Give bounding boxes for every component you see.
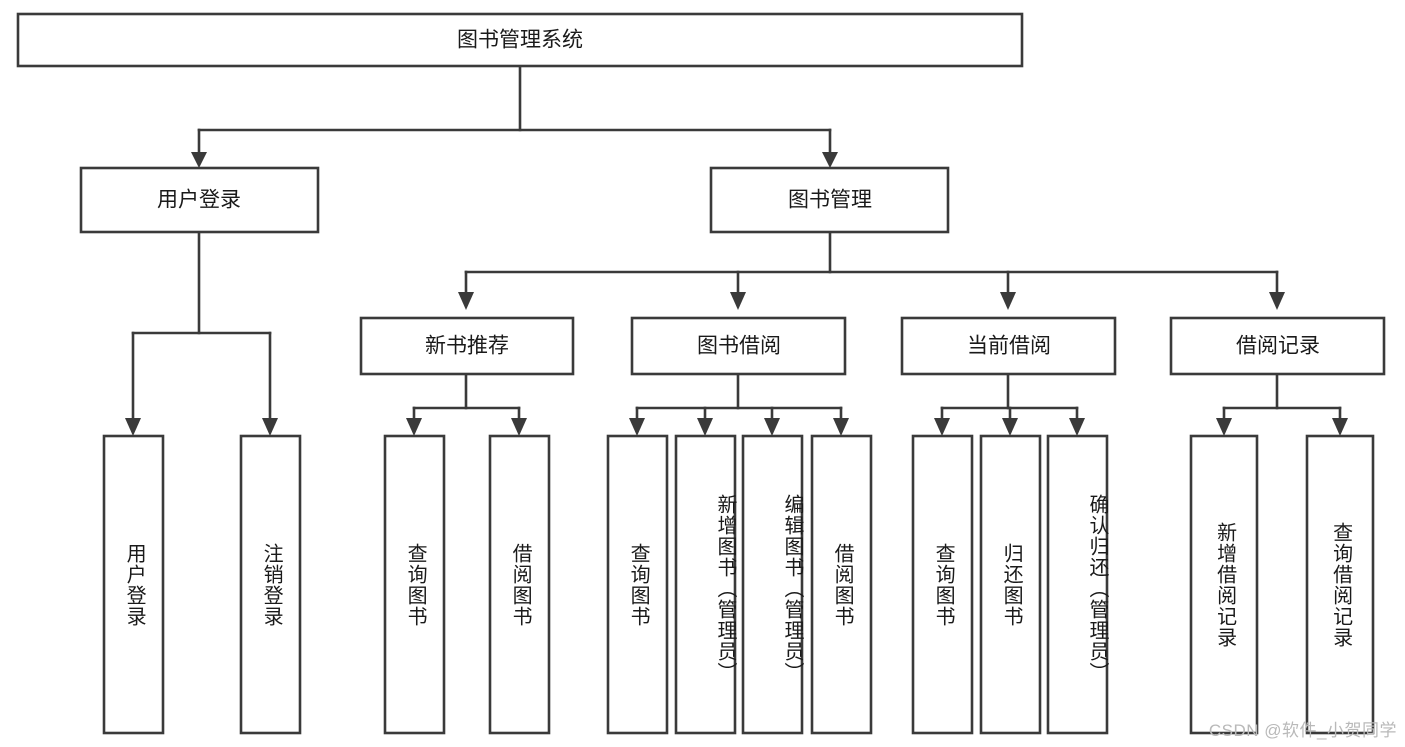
edge-layer: [125, 64, 1348, 436]
arrow-head-cb-leaf-1: [934, 418, 950, 436]
node-borrow-record-box[interactable]: [1169, 316, 1386, 376]
arrow-head-user-login: [191, 152, 207, 168]
node-new-book-recommend-box[interactable]: [359, 316, 575, 376]
arrow-head-br-leaf-2: [1332, 418, 1348, 436]
node-root-box[interactable]: [16, 12, 1024, 68]
arrow-head-bb-leaf-3: [764, 418, 780, 436]
arrow-head-current-borrow: [1000, 292, 1016, 310]
arrow-head-cb-leaf-2: [1002, 418, 1018, 436]
arrow-head-cb-leaf-3: [1069, 418, 1085, 436]
node-root-label: 图书管理系统: [457, 29, 583, 52]
leaf-box-cb-return-book[interactable]: [979, 434, 1042, 735]
node-new-book-recommend[interactable]: 新书推荐: [359, 316, 575, 376]
arrow-head-bb-leaf-1: [629, 418, 645, 436]
arrow-head-book-borrow: [730, 292, 746, 310]
leaf-box-br-query-record[interactable]: [1305, 434, 1375, 735]
arrow-head-bb-leaf-2: [697, 418, 713, 436]
arrow-head-nb-leaf-2: [511, 418, 527, 436]
leaf-box-bb-borrow-book[interactable]: [810, 434, 873, 735]
arrow-head-book-manage: [822, 152, 838, 168]
arrow-head-bb-leaf-4: [833, 418, 849, 436]
node-user-login-box[interactable]: [79, 166, 320, 234]
arrow-head-borrow-record: [1269, 292, 1285, 310]
arrow-head-nb-leaf-1: [406, 418, 422, 436]
leaf-box-nb-query-book[interactable]: [383, 434, 446, 735]
leaf-box-cb-query-book[interactable]: [911, 434, 974, 735]
leaf-box-br-add-record[interactable]: [1189, 434, 1259, 735]
leaf-box-bb-query-book[interactable]: [606, 434, 669, 735]
node-book-borrow[interactable]: 图书借阅: [630, 316, 847, 376]
node-borrow-record[interactable]: 借阅记录: [1169, 316, 1386, 376]
arrow-head-leaf-logout: [262, 418, 278, 436]
leaf-box-user-login[interactable]: [102, 434, 165, 735]
leaf-box-nb-borrow-book[interactable]: [488, 434, 551, 735]
leaf-box-bb-add-book[interactable]: [674, 434, 737, 735]
arrow-head-leaf-user-login: [125, 418, 141, 436]
node-new-book-recommend-label: 新书推荐: [425, 335, 509, 358]
arrow-head-br-leaf-1: [1216, 418, 1232, 436]
node-book-manage-box[interactable]: [709, 166, 950, 234]
node-current-borrow[interactable]: 当前借阅: [900, 316, 1117, 376]
csdn-watermark: CSDN @软件_小贺同学: [1208, 721, 1397, 740]
leaf-box-logout[interactable]: [239, 434, 302, 735]
node-borrow-record-label: 借阅记录: [1236, 335, 1320, 358]
node-book-manage[interactable]: 图书管理: [709, 166, 950, 234]
node-user-login-label: 用户登录: [157, 189, 241, 212]
node-current-borrow-box[interactable]: [900, 316, 1117, 376]
leaf-box-bb-edit-book[interactable]: [741, 434, 804, 735]
node-root[interactable]: 图书管理系统: [16, 12, 1024, 68]
node-current-borrow-label: 当前借阅: [967, 335, 1051, 358]
node-book-borrow-box[interactable]: [630, 316, 847, 376]
node-user-login[interactable]: 用户登录: [79, 166, 320, 234]
arrow-head-new-book: [458, 292, 474, 310]
node-book-manage-label: 图书管理: [788, 189, 872, 212]
leaf-box-cb-confirm-return[interactable]: [1046, 434, 1109, 735]
node-book-borrow-label: 图书借阅: [697, 335, 781, 358]
